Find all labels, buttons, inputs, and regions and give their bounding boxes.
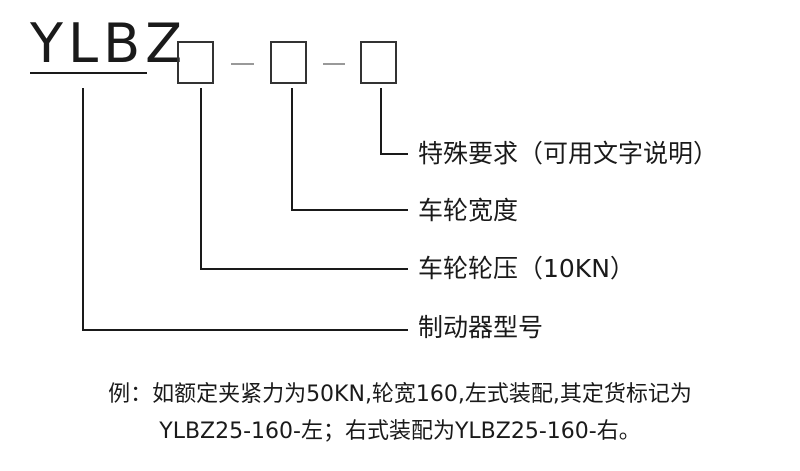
example-line-2: YLBZ25-160-左；右式装配为YLBZ25-160-右。 [159,419,641,444]
label-brake-model: 制动器型号 [418,313,544,342]
leader-special-requirements [380,88,408,155]
label-special-requirements: 特殊要求（可用文字说明） [418,139,719,168]
leader-brake-model [82,88,408,331]
label-wheel-load: 车轮轮压（10KN） [418,254,635,283]
model-code: YLBZ [30,12,188,75]
wheel-load-box [177,41,214,84]
label-wheel-width: 车轮宽度 [418,196,519,225]
leader-wheel-width [291,88,408,211]
leader-wheel-load [200,88,408,270]
example-line-1: 例：如额定夹紧力为50KN,轮宽160,左式装配,其定货标记为 [108,382,692,407]
wheel-width-box [270,41,307,84]
special-requirements-box [360,41,397,84]
